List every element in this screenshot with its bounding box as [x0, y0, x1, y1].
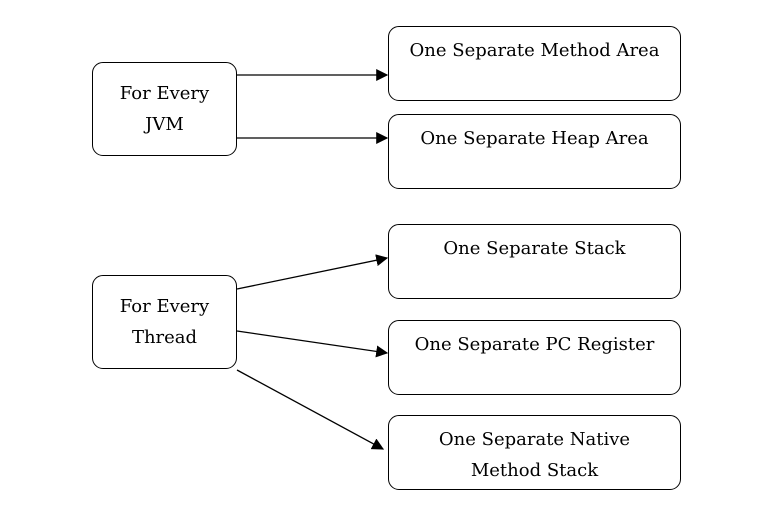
target-label-heap-area: One Separate Heap Area	[420, 128, 649, 149]
target-label-method-area: One Separate Method Area	[409, 40, 660, 61]
target-node-heap-area: One Separate Heap Area	[388, 114, 681, 189]
source-label-jvm: For Every JVM	[119, 83, 210, 135]
arrow-thread-to-pc-register	[236, 330, 389, 358]
source-node-thread: For Every Thread	[92, 275, 237, 369]
target-label-native-method-stack: One Separate Native Method Stack	[438, 429, 631, 481]
arrow-thread-to-native-method-stack	[236, 369, 385, 450]
target-node-pc-register: One Separate PC Register	[388, 320, 681, 395]
source-label-thread: For Every Thread	[119, 296, 210, 348]
target-label-pc-register: One Separate PC Register	[414, 334, 655, 355]
target-label-stack: One Separate Stack	[443, 238, 626, 259]
arrow-thread-to-stack	[236, 254, 389, 290]
target-node-native-method-stack: One Separate Native Method Stack	[388, 415, 681, 490]
target-node-stack: One Separate Stack	[388, 224, 681, 299]
source-node-jvm: For Every JVM	[92, 62, 237, 156]
target-node-method-area: One Separate Method Area	[388, 26, 681, 101]
